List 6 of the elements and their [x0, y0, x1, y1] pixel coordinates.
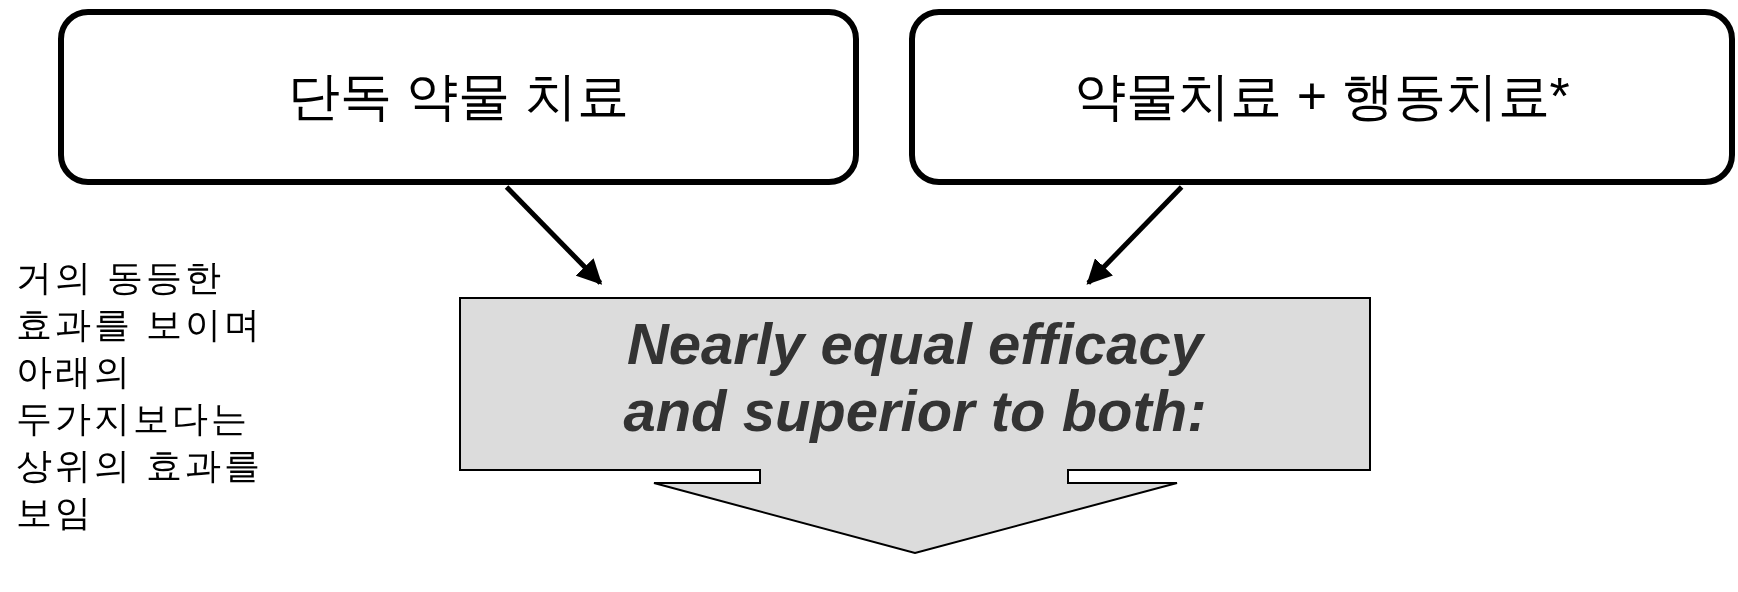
- note-text: 거의 동등한 효과를 보이며 아래의 두가지보다는 상위의 효과를 보임: [16, 256, 264, 535]
- process-box: 약물치료 + 행동치료*: [909, 9, 1735, 185]
- callout-arrow: Nearly equal efficacy and superior to both:: [459, 297, 1371, 554]
- arrow: [504, 185, 603, 285]
- process-box: 단독 약물 치료: [58, 9, 859, 185]
- arrow: [1086, 185, 1184, 285]
